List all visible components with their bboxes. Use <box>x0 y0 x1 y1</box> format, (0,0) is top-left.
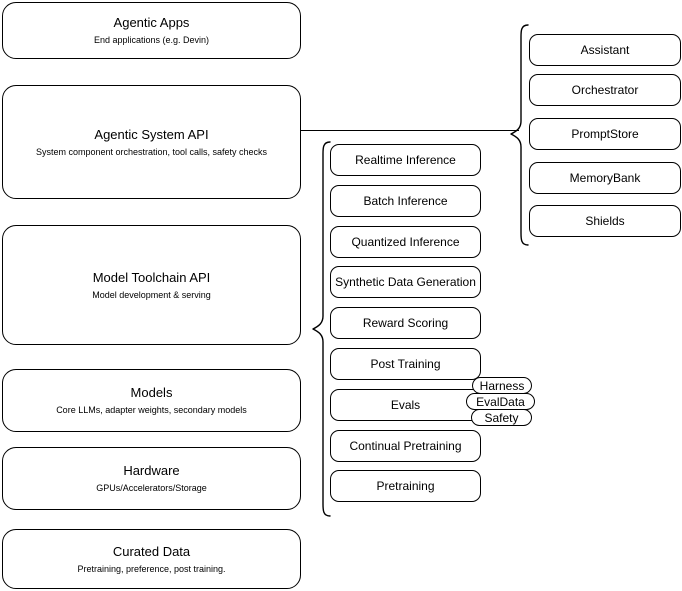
stack-layer-title: Model Toolchain API <box>92 269 211 285</box>
stack-layer-model-toolchain-api[interactable]: Model Toolchain API Model development & … <box>2 225 301 345</box>
stack-layer-curated-data[interactable]: Curated Data Pretraining, preference, po… <box>2 529 301 589</box>
stack-layer-subtitle: Model development & serving <box>92 289 211 300</box>
system-component-shields[interactable]: Shields <box>529 205 681 237</box>
toolchain-item-synthetic-data-generation[interactable]: Synthetic Data Generation <box>330 266 481 298</box>
system-component-memorybank[interactable]: MemoryBank <box>529 162 681 194</box>
toolchain-item-label: Synthetic Data Generation <box>335 274 476 289</box>
toolchain-item-quantized-inference[interactable]: Quantized Inference <box>330 226 481 258</box>
toolchain-item-label: Post Training <box>370 356 441 371</box>
eval-badge-harness[interactable]: Harness <box>472 377 532 394</box>
toolchain-item-label: Batch Inference <box>363 193 448 208</box>
toolchain-item-label: Evals <box>390 397 421 412</box>
stack-layer-title: Agentic System API <box>94 126 209 142</box>
system-components-brace <box>508 23 530 249</box>
toolchain-item-evals[interactable]: Evals <box>330 389 481 421</box>
stack-layer-title: Agentic Apps <box>113 15 190 30</box>
system-component-promptstore[interactable]: PromptStore <box>529 118 681 150</box>
system-component-orchestrator[interactable]: Orchestrator <box>529 74 681 106</box>
stack-layer-subtitle: GPUs/Accelerators/Storage <box>96 483 207 493</box>
toolchain-item-batch-inference[interactable]: Batch Inference <box>330 185 481 217</box>
toolchain-item-pretraining[interactable]: Pretraining <box>330 470 481 502</box>
toolchain-item-label: Continual Pretraining <box>349 438 462 453</box>
eval-badge-label: EvalData <box>476 394 525 409</box>
eval-badge-safety[interactable]: Safety <box>471 409 532 426</box>
toolchain-brace <box>310 140 332 518</box>
system-component-assistant[interactable]: Assistant <box>529 34 681 66</box>
stack-layer-models[interactable]: Models Core LLMs, adapter weights, secon… <box>2 369 301 432</box>
connector-line <box>301 130 519 131</box>
toolchain-item-continual-pretraining[interactable]: Continual Pretraining <box>330 430 481 462</box>
stack-layer-hardware[interactable]: Hardware GPUs/Accelerators/Storage <box>2 447 301 510</box>
eval-badge-evaldata[interactable]: EvalData <box>466 393 535 410</box>
stack-layer-subtitle: System component orchestration, tool cal… <box>35 146 268 157</box>
system-component-label: Orchestrator <box>571 82 639 97</box>
eval-badge-label: Harness <box>479 378 525 393</box>
toolchain-item-post-training[interactable]: Post Training <box>330 348 481 380</box>
stack-layer-title: Curated Data <box>112 543 191 559</box>
toolchain-item-label: Reward Scoring <box>362 315 449 330</box>
toolchain-item-label: Pretraining <box>376 478 435 493</box>
system-component-label: MemoryBank <box>569 170 641 185</box>
stack-layer-title: Hardware <box>123 463 180 478</box>
system-component-label: PromptStore <box>571 126 639 141</box>
toolchain-item-label: Realtime Inference <box>355 152 456 167</box>
stack-layer-agentic-system-api[interactable]: Agentic System API System component orch… <box>2 85 301 199</box>
toolchain-item-label: Quantized Inference <box>351 234 460 249</box>
stack-layer-subtitle: Pretraining, preference, post training. <box>77 563 226 574</box>
stack-layer-title: Models <box>130 385 173 400</box>
system-component-label: Shields <box>585 213 625 228</box>
stack-layer-subtitle: End applications (e.g. Devin) <box>93 35 210 45</box>
toolchain-item-realtime-inference[interactable]: Realtime Inference <box>330 144 481 176</box>
system-component-label: Assistant <box>580 42 630 57</box>
toolchain-item-reward-scoring[interactable]: Reward Scoring <box>330 307 481 339</box>
stack-layer-subtitle: Core LLMs, adapter weights, secondary mo… <box>56 405 247 415</box>
eval-badge-label: Safety <box>484 410 519 425</box>
stack-layer-agentic-apps[interactable]: Agentic Apps End applications (e.g. Devi… <box>2 2 301 59</box>
